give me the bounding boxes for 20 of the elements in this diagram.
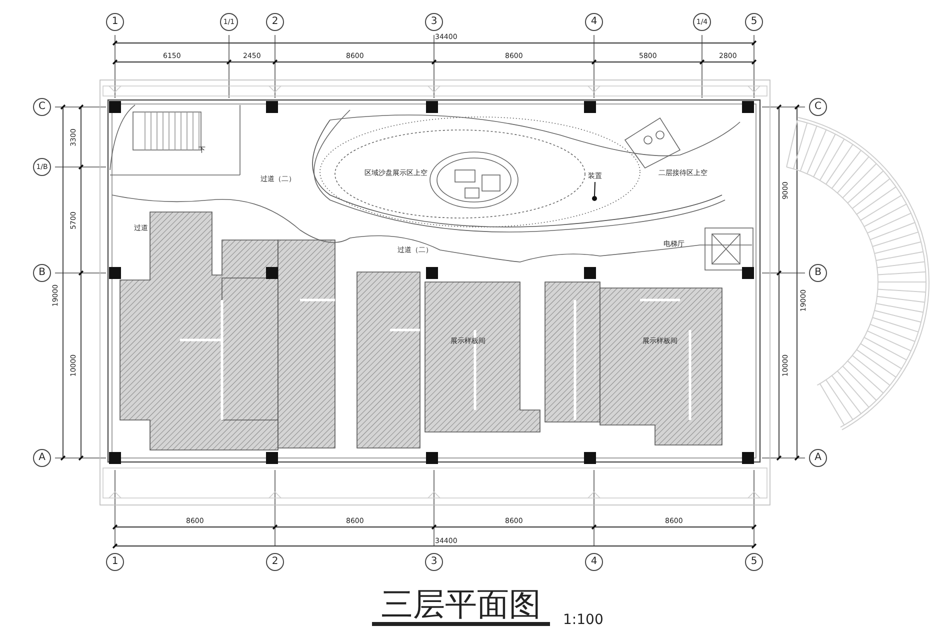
scale-text: 1:100: [563, 613, 604, 627]
grid-bubble: 5: [745, 553, 763, 571]
grid-bubble: 2: [266, 13, 284, 31]
grid-bubble: 2: [266, 553, 284, 571]
grid-bubble: 3: [425, 13, 443, 31]
grid-bubble: 3: [425, 553, 443, 571]
title: 三层平面图: [381, 588, 541, 620]
grid-bubble: 4: [585, 13, 603, 31]
grid-bubble: C: [809, 98, 827, 116]
grid-bubble: A: [809, 449, 827, 467]
grid-bubble: 4: [585, 553, 603, 571]
grid-bubble: A: [33, 449, 51, 467]
grid-bubble: B: [33, 264, 51, 282]
grid-bubble: B: [809, 264, 827, 282]
grid-bubble: 1: [106, 553, 124, 571]
grid-bubble: C: [33, 98, 51, 116]
grid-bubble: 1: [106, 13, 124, 31]
leader-line: [594, 182, 596, 196]
grid-bubble: 5: [745, 13, 763, 31]
marker-dot: [592, 196, 596, 200]
